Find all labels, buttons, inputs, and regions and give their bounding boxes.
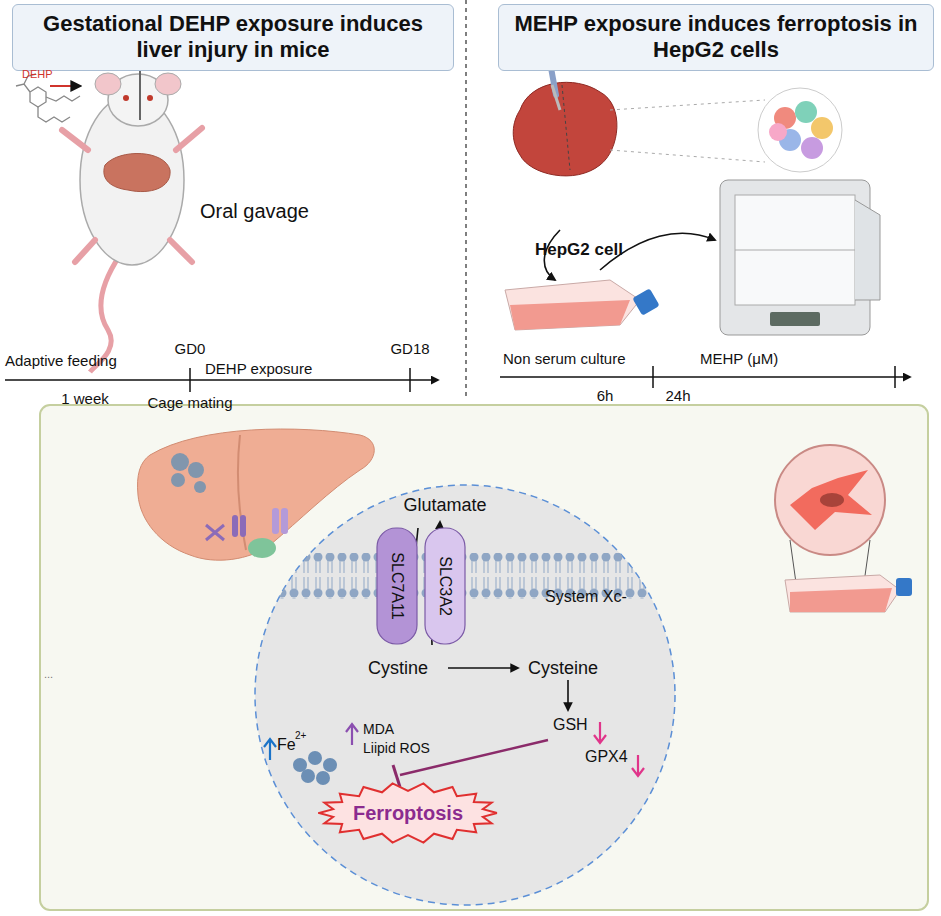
transporter-subunit: SLC7A11 [376,527,418,645]
timeline-label: Non serum culture [503,350,626,367]
protein-label: SLC7A11 [388,552,406,619]
increase-arrow [264,739,276,760]
metabolite-label: Cysteine [528,658,598,679]
marker-label: GPX4 [585,748,628,766]
outcome-label: Ferroptosis [353,802,463,825]
transporter-shape [377,528,417,644]
flask [505,280,660,330]
ion-charge: 2+ [295,730,306,742]
ferroptosis-burst: Ferroptosis [318,782,498,844]
ellipsis: ... [44,668,53,681]
hepg2-cell-icon [775,445,912,612]
mouse [62,30,202,372]
timeline-label: DEHP exposure [205,360,312,377]
timeline-label: 1 week [61,390,109,407]
timeline-label: 6h [597,387,614,404]
divider [465,0,467,400]
marker-label: MDA [363,721,394,737]
transporter-subunit: SLC3A2 [424,527,466,645]
timeline-label: Cage mating [147,394,232,411]
panel-header: Gestational DEHP exposure induces liver … [12,4,454,71]
conversion-arrow [567,680,569,710]
timeline-label: Adaptive feeding [5,352,117,369]
marker-label: GSH [553,716,588,734]
decrease-arrow [632,755,644,776]
mechanism-panel [40,405,928,910]
panel-title: MEHP exposure induces ferroptosis in Hep… [513,11,919,64]
cell-line-label: HepG2 cell [535,240,623,260]
panel-header: MEHP exposure induces ferroptosis in Hep… [498,4,934,71]
increase-arrow [346,724,358,745]
iron-particles [293,751,337,785]
dehp-molecule [16,74,80,122]
timeline [500,366,910,388]
method-label: Oral gavage [200,200,309,223]
incubator [720,180,880,335]
ion-label: Fe [277,736,296,754]
transporter-name: System Xc- [545,588,627,606]
metabolite-label: Cystine [368,658,428,679]
red-arrow [50,85,80,87]
transporter-shape [425,528,465,644]
metabolite-label: Glutamate [403,495,486,516]
chemical-name: DEHP [22,68,53,81]
cell-cluster [758,88,842,172]
cell [255,485,675,905]
timeline-label: GD0 [175,340,206,357]
marker-label: Liipid ROS [363,740,430,756]
protein-label: SLC3A2 [436,556,454,616]
burst-shape [319,783,497,842]
timeline-label: MEHP (μM) [700,350,778,367]
panel-title: Gestational DEHP exposure induces liver … [27,11,439,64]
timeline-label: 24h [665,387,690,404]
timeline-label: GD18 [390,340,429,357]
decrease-arrow [594,722,606,743]
conversion-arrow [448,667,518,669]
